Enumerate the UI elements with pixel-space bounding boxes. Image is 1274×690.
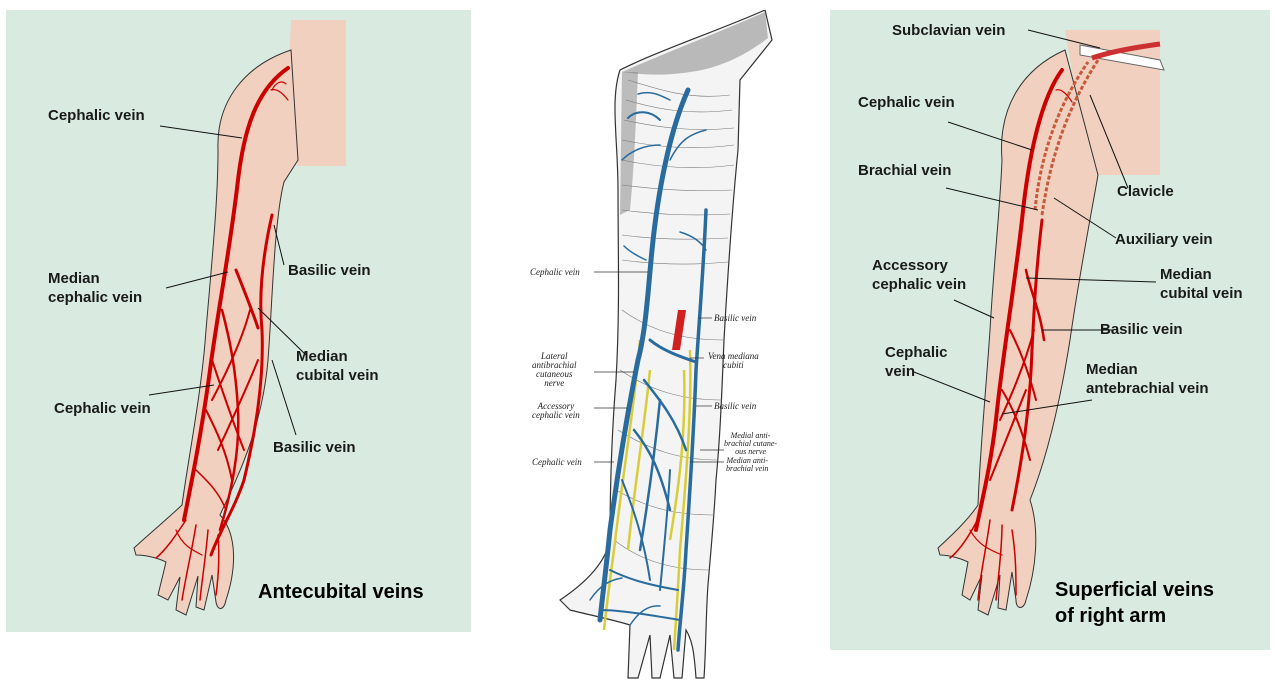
superficial-veins-panel: Subclavian vein Cephalic vein Brachial v…: [830, 10, 1270, 650]
subclavian-vein-label: Subclavian vein: [892, 21, 1005, 40]
basilic-vein-lower-label: Basilic vein: [273, 438, 356, 457]
vena-mediana-cubiti-label: Vena mediana cubiti: [708, 352, 759, 370]
lateral-antibrachial-nerve-label: Lateral antibrachial cutaneous nerve: [532, 352, 577, 388]
median-cubital-vein-label: Median cubital vein: [1160, 265, 1243, 303]
cephalic-vein-upper-label: Cephalic vein: [530, 268, 580, 277]
basilic-vein-label: Basilic vein: [1100, 320, 1183, 339]
basilic-vein-label: Basilic vein: [714, 314, 756, 323]
basilic-vein-label: Basilic vein: [288, 261, 371, 280]
basilic-vein-lower-label: Basilic vein: [714, 402, 756, 411]
arm-skin: [938, 50, 1098, 615]
median-antibrachial-vein-label: Median anti- brachial vein: [726, 457, 768, 473]
auxiliary-vein-label: Auxiliary vein: [1115, 230, 1213, 249]
cephalic-vein-lower-label: Cephalic vein: [532, 458, 582, 467]
antecubital-veins-panel: Cephalic vein Median cephalic vein Basil…: [6, 10, 471, 632]
median-cubital-vein-label: Median cubital vein: [296, 347, 379, 385]
cephalic-vein-lower-label: Cephalic vein: [54, 399, 151, 418]
antecubital-veins-caption: Antecubital veins: [258, 579, 424, 605]
cephalic-vein-label: Cephalic vein: [48, 106, 145, 125]
brachial-vein-label: Brachial vein: [858, 161, 951, 180]
median-antebrachial-vein-label: Median antebrachial vein: [1086, 360, 1209, 398]
clavicle-label: Clavicle: [1117, 182, 1174, 201]
medial-antibrachial-nerve-label: Medial anti- brachial cutane- ous nerve: [724, 432, 777, 456]
anatomical-drawing-panel: Cephalic vein Basilic vein Lateral antib…: [510, 10, 810, 688]
median-cephalic-vein-label: Median cephalic vein: [48, 269, 142, 307]
arm-outline: [560, 10, 772, 678]
superficial-veins-caption: Superficial veins of right arm: [1055, 577, 1214, 629]
cephalic-vein-label: Cephalic vein: [858, 93, 955, 112]
left-arm-illustration: [6, 10, 471, 632]
right-arm-anatomy-drawing: [510, 10, 810, 688]
accessory-cephalic-vein-label: Accessory cephalic vein: [872, 256, 966, 294]
accessory-cephalic-vein-label: Accessory cephalic vein: [532, 402, 580, 420]
cephalic-vein-lower-label: Cephalic vein: [885, 343, 948, 381]
